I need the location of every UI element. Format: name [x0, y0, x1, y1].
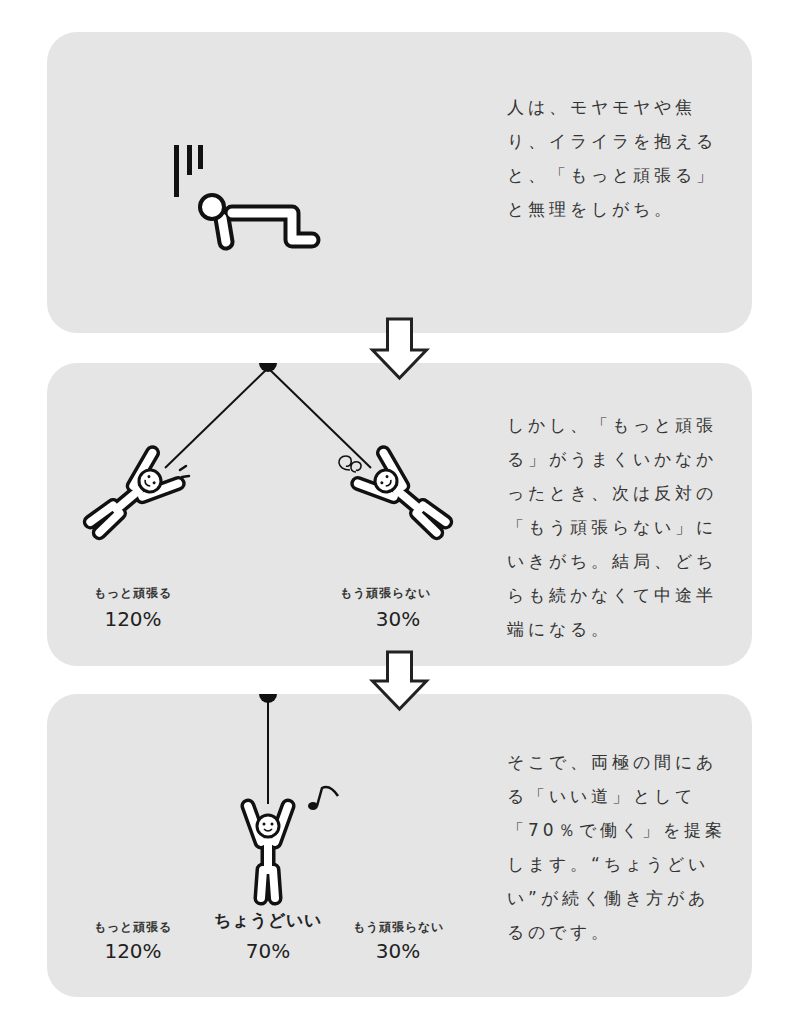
sweat-mark: [180, 466, 189, 477]
scale-label: もう頑張らない: [340, 585, 431, 601]
step-panel: そこで、両極の間にある「いい道」として「70％で働く」を提案します。“ちょうどい…: [47, 694, 752, 997]
frustration-mark: [339, 456, 361, 472]
scale-label: もう頑張らない: [353, 919, 444, 935]
percent-value: 120%: [104, 607, 161, 631]
body-text: しかし、「もっと頑張る」がうまくいかなかったとき、次は反対の「もう頑張らない」に…: [507, 408, 729, 646]
percent-value: 30%: [376, 607, 420, 631]
person-figure: [358, 453, 454, 543]
figure-body: [222, 213, 312, 242]
flow-arrow: [373, 652, 427, 709]
person-figure: [82, 453, 178, 543]
figure-outline: [222, 213, 312, 242]
body-text: 人は、モヤモヤや焦り、イライラを抱えると、「もっと頑張る」と無理をしがち。: [507, 90, 729, 226]
music-note: [308, 787, 338, 810]
step-panel: しかし、「もっと頑張る」がうまくいかなかったとき、次は反対の「もう頑張らない」に…: [47, 363, 752, 666]
percent-value: 30%: [376, 939, 420, 963]
scale-label: ちょうどいい: [214, 909, 322, 931]
balanced-figure: [248, 694, 338, 898]
flow-arrow: [373, 319, 427, 378]
figure-head: [200, 195, 224, 219]
person-figure: [248, 806, 288, 898]
gloom-line: [198, 145, 203, 169]
pivot: [259, 363, 277, 372]
gloom-line: [187, 145, 192, 175]
pivot: [259, 694, 277, 703]
rope: [267, 698, 269, 804]
scale-label: もっと頑張る: [94, 919, 172, 935]
scale-label: もっと頑張る: [94, 585, 172, 601]
kneeling-figure: [174, 145, 312, 242]
pendulum-swing: [82, 363, 454, 543]
step-panel: 人は、モヤモヤや焦り、イライラを抱えると、「もっと頑張る」と無理をしがち。: [47, 32, 752, 333]
gloom-line: [174, 145, 179, 197]
percent-value: 120%: [104, 939, 161, 963]
rope: [268, 368, 371, 468]
body-text: そこで、両極の間にある「いい道」として「70％で働く」を提案します。“ちょうどい…: [507, 745, 729, 949]
rope: [165, 368, 268, 468]
percent-value: 70%: [246, 939, 290, 963]
